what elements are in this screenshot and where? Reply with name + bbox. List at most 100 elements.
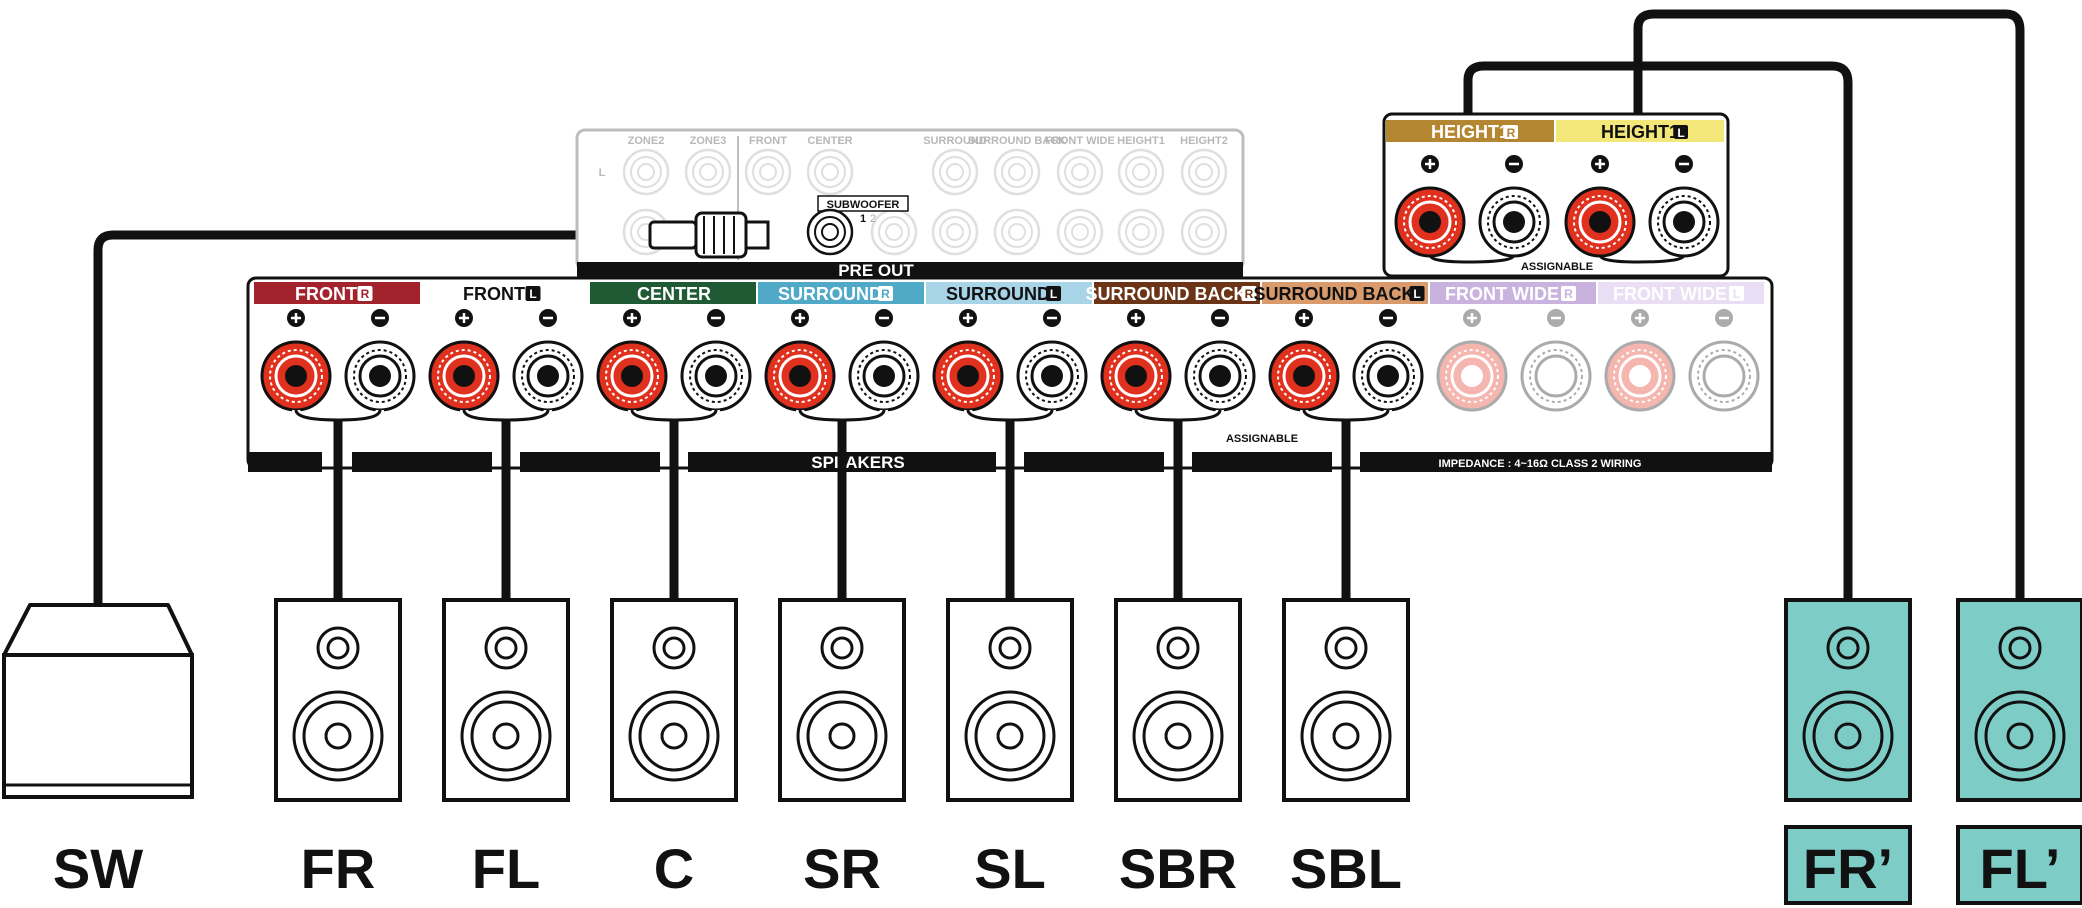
speaker-terminal-minus — [1688, 340, 1760, 412]
minus-icon — [539, 309, 557, 327]
terminal-hole — [285, 365, 307, 387]
woofer-cap — [1834, 722, 1862, 750]
speakers-bar-segment — [520, 452, 660, 472]
speakers-bar-segment — [1360, 452, 1772, 472]
tweeter-dome — [662, 636, 686, 660]
preout-jack-top — [744, 148, 792, 196]
terminal-hole — [705, 365, 727, 387]
channel-label: SURROUND — [946, 284, 1050, 304]
sign-disc — [1631, 309, 1649, 327]
channel-label: FRONT WIDE — [1445, 284, 1559, 304]
woofer-cap — [1332, 722, 1360, 750]
terminal-knurl — [1403, 195, 1457, 249]
speakers-bar-label: SPEAKERS — [811, 453, 905, 472]
height-wire-split — [1428, 254, 1516, 264]
terminal-hole — [1419, 211, 1441, 233]
speaker-icon — [778, 598, 906, 802]
terminal-knurl — [1277, 349, 1331, 403]
minus-icon — [1379, 309, 1397, 327]
jack-mid — [939, 216, 971, 248]
channel-side-box — [525, 286, 541, 301]
jack-mid — [939, 156, 971, 188]
plus-icon — [1463, 309, 1481, 327]
jack-mid — [1125, 216, 1157, 248]
channel-side: L — [1413, 287, 1420, 301]
minus-icon — [1211, 309, 1229, 327]
preout-jack-bottom — [1056, 208, 1104, 256]
terminal-hole — [1377, 365, 1399, 387]
terminal-knurl — [1193, 349, 1247, 403]
jack-outer — [1056, 208, 1104, 256]
jack-inner — [1071, 223, 1089, 241]
tweeter-dome — [326, 636, 350, 660]
channel-label: FRONT — [463, 284, 525, 304]
jack-outer — [684, 148, 732, 196]
plug-sleeve — [648, 220, 698, 250]
plus-icon — [623, 309, 641, 327]
jack-inner — [1132, 223, 1150, 241]
jack-outer — [1117, 148, 1165, 196]
jack-inner — [946, 163, 964, 181]
height-l-cable — [1633, 9, 2025, 602]
speaker-icon — [610, 598, 738, 802]
jack-outer — [1117, 208, 1165, 256]
channel-label-bar — [422, 282, 588, 304]
jack-mid — [692, 156, 724, 188]
terminal-knurl — [773, 349, 827, 403]
terminal-knurl — [1529, 349, 1583, 403]
channel-side: L — [1050, 287, 1057, 301]
jack-inner — [1008, 223, 1026, 241]
tweeter-dome — [494, 636, 518, 660]
sign-disc — [1547, 309, 1565, 327]
terminal-hole — [537, 365, 559, 387]
terminal-hole — [1041, 365, 1063, 387]
height-r-cable — [1463, 61, 1853, 602]
minus-icon — [1547, 309, 1565, 327]
plus-icon — [287, 309, 305, 327]
terminal-knurl — [689, 349, 743, 403]
jack-mid — [878, 216, 910, 248]
terminal-ring — [1618, 354, 1662, 398]
plus-icon — [1127, 309, 1145, 327]
channel-side: R — [1564, 287, 1573, 301]
height-side: L — [1677, 126, 1684, 140]
impedance-label: IMPEDANCE : 4~16Ω CLASS 2 WIRING — [1439, 458, 1642, 470]
preout-zone-label: HEIGHT1 — [1117, 135, 1165, 147]
terminal-hole — [1209, 365, 1231, 387]
jack-mid — [752, 156, 784, 188]
terminal-hole — [1293, 365, 1315, 387]
jack-outer — [931, 148, 979, 196]
tweeter-dome — [1334, 636, 1358, 660]
channel-label-bar — [590, 282, 756, 304]
subwoofer-num-1: 1 — [860, 213, 866, 225]
preout-zone-label: SURROUND — [923, 135, 987, 147]
woofer-cap — [828, 722, 856, 750]
height-side: R — [1507, 126, 1516, 140]
preout-jack-top — [684, 148, 732, 196]
jack-inner — [821, 223, 839, 241]
channel-label-bar — [1094, 282, 1260, 304]
channel-side: L — [1733, 287, 1740, 301]
minus-icon — [875, 309, 893, 327]
terminal-hole — [453, 365, 475, 387]
channel-label-bar — [254, 282, 420, 304]
speaker-terminal-minus — [848, 340, 920, 412]
speaker-terminal-plus — [764, 340, 836, 412]
plus-icon — [455, 309, 473, 327]
speaker-icon — [274, 598, 402, 802]
preout-jack-bottom — [931, 208, 979, 256]
speaker-label: FL — [472, 837, 540, 900]
terminal-hole — [1713, 365, 1735, 387]
speaker-label-box — [1956, 825, 2082, 905]
speakers-assignable: ASSIGNABLE — [1226, 433, 1298, 445]
preout-left-mark: L — [599, 167, 606, 179]
speaker-terminal-minus — [1520, 340, 1592, 412]
jack-inner — [1195, 163, 1213, 181]
speaker-label: SW — [53, 837, 143, 900]
preout-zone-label: ZONE3 — [690, 135, 727, 147]
jack-mid — [1125, 156, 1157, 188]
speaker-label-box — [1784, 825, 1912, 905]
channel-side: R — [1245, 287, 1254, 301]
preout-zone-label: FRONT — [749, 135, 787, 147]
